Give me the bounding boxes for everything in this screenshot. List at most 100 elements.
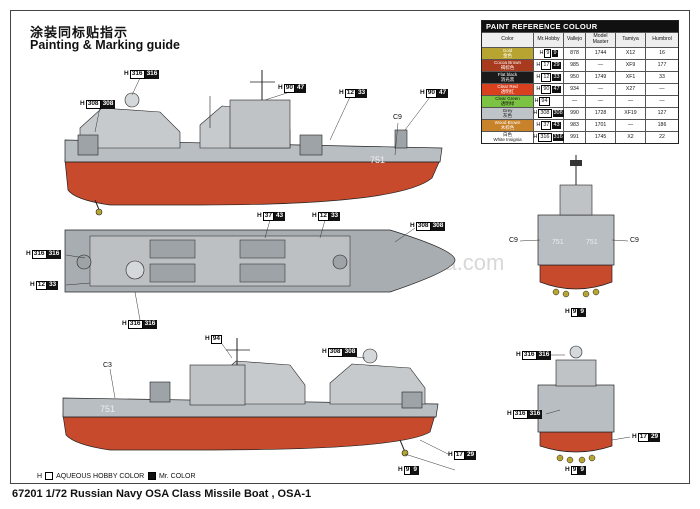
vallejo-code: 878 xyxy=(564,48,586,59)
hull-number: 751 xyxy=(370,155,385,165)
bow-view: 751 751 xyxy=(537,155,615,298)
code-h: H xyxy=(534,98,539,105)
code-k: 316 xyxy=(552,134,564,141)
vallejo-code: 983 xyxy=(564,120,586,131)
col-humbrol: Humbrol xyxy=(652,36,672,43)
modelmaster-code: 1701 xyxy=(586,120,616,131)
code-k: 43 xyxy=(552,122,561,129)
modelmaster-code: 1728 xyxy=(586,108,616,119)
color-name: Wood Brown xyxy=(494,119,521,125)
code-k: 33 xyxy=(552,74,561,81)
humbrol-code: 22 xyxy=(659,133,665,140)
aqueous-swatch xyxy=(45,472,54,480)
tamiya-code: — xyxy=(616,96,646,107)
tamiya-code: XF1 xyxy=(616,72,646,83)
legend-mr-color: Mr. COLOR xyxy=(148,472,196,480)
side-view-top: 751 xyxy=(64,70,443,216)
tamiya-code: — xyxy=(616,120,646,131)
code-k: 9 xyxy=(552,50,558,57)
vallejo-code: — xyxy=(564,96,586,107)
code-n: 37 xyxy=(541,121,552,130)
vallejo-code: 990 xyxy=(564,108,586,119)
color-name: Clear Red xyxy=(497,83,518,89)
humbrol-code: 186 xyxy=(657,121,667,128)
paint-reference-table: PAINT REFERENCE COLOUR Color Mr.Hobby Va… xyxy=(481,20,679,144)
code-h: H xyxy=(536,74,541,81)
col-vallejo: Vallejo xyxy=(564,33,586,47)
hull-number: 751 xyxy=(552,239,564,246)
code-n: 94 xyxy=(539,97,550,106)
modelmaster-code: 1744 xyxy=(586,48,616,59)
modelmaster-code: — xyxy=(586,96,616,107)
tamiya-code: X2 xyxy=(616,132,646,143)
code-n: 308 xyxy=(538,109,552,118)
code-k: 29 xyxy=(552,62,561,69)
code-k: 47 xyxy=(552,86,561,93)
vallejo-code: 950 xyxy=(564,72,586,83)
code-n: 90 xyxy=(541,85,552,94)
modelmaster-code: — xyxy=(586,60,616,71)
col-tamiya: Tamiya xyxy=(616,33,646,47)
tamiya-code: X12 xyxy=(616,48,646,59)
color-name: 白色 xyxy=(503,131,512,137)
code-n: 9 xyxy=(544,49,552,58)
color-name-cn: 透明红 xyxy=(500,88,515,94)
tamiya-code: XF19 xyxy=(616,108,646,119)
tamiya-code: XF9 xyxy=(616,60,646,71)
mr-color-swatch xyxy=(148,472,156,480)
guide-frame xyxy=(10,10,690,484)
code-n: 17 xyxy=(541,61,552,70)
paint-table-title: PAINT REFERENCE COLOUR xyxy=(482,21,678,32)
code-h: H xyxy=(533,110,538,117)
tamiya-code: X27 xyxy=(616,84,646,95)
color-name-cn: 灰色 xyxy=(503,112,512,118)
modelmaster-code: 1749 xyxy=(586,72,616,83)
code-h: H xyxy=(536,86,541,93)
color-name-cn: 木棕色 xyxy=(500,124,515,130)
code-h: H xyxy=(533,134,538,141)
callout-c9-b: C9 xyxy=(509,237,518,244)
title-cn: 涂装同标贴指示 xyxy=(30,26,129,41)
vallejo-code: 934 xyxy=(564,84,586,95)
color-name: Grey xyxy=(502,107,513,113)
hull-number: 751 xyxy=(586,239,598,246)
code-n: 316 xyxy=(538,133,552,142)
paint-table-header: Color Mr.Hobby Vallejo Model Master Tami… xyxy=(482,32,678,47)
color-name: Flat black xyxy=(497,71,518,77)
color-name-cn: 褐棕色 xyxy=(500,64,515,70)
callout-c9: C9 xyxy=(393,114,402,121)
